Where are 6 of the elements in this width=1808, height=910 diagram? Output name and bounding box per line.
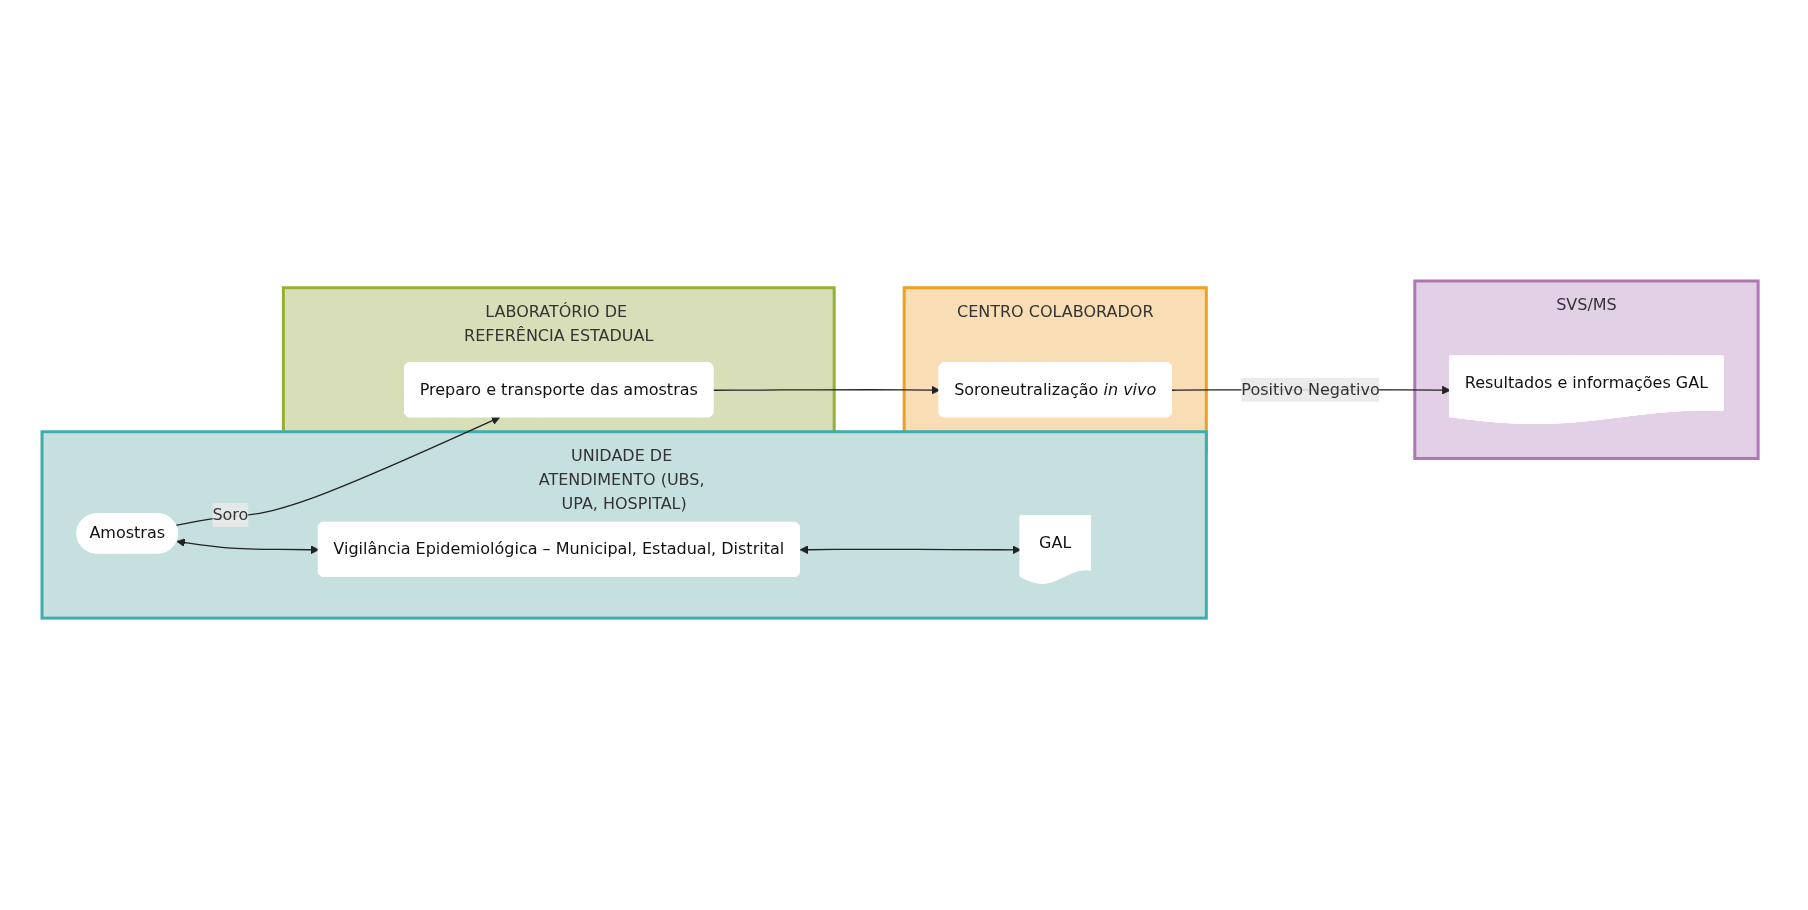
edge-label: Soro [212,505,249,525]
edge-label: Positivo Negativo [1241,380,1380,400]
arrow [712,386,940,395]
arrow [175,416,501,527]
arrow [799,545,1022,555]
arrow [176,538,320,555]
